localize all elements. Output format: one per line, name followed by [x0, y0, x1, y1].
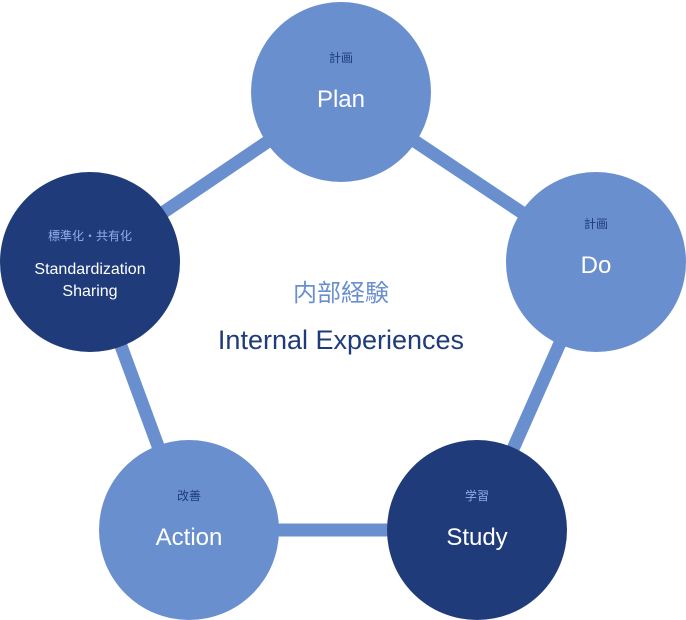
node-study-label-en: Study — [446, 524, 507, 551]
node-plan-circle — [251, 2, 431, 182]
node-standardization-label-jp: 標準化・共有化 — [48, 228, 132, 243]
node-action-label-jp: 改善 — [177, 488, 201, 503]
node-action-circle — [99, 440, 279, 620]
node-standardization-circle — [0, 172, 180, 352]
node-action: 改善 Action — [99, 440, 279, 620]
node-do-circle — [506, 172, 686, 352]
node-plan: 計画 Plan — [251, 2, 431, 182]
node-study-circle — [387, 440, 567, 620]
node-plan-label-en: Plan — [317, 86, 365, 113]
node-do: 計画 Do — [506, 172, 686, 352]
center-title-en: Internal Experiences — [218, 325, 464, 355]
node-study-label-jp: 学習 — [465, 488, 489, 503]
center-title-jp: 内部経験 — [293, 279, 389, 307]
node-action-label-en: Action — [156, 524, 223, 551]
node-standardization-label-en-line1: Standardization — [34, 261, 145, 278]
node-standardization-label-en-line2: Sharing — [62, 283, 117, 300]
node-standardization: 標準化・共有化 Standardization Sharing — [0, 172, 180, 352]
node-do-label-en: Do — [581, 252, 612, 279]
node-do-label-jp: 計画 — [584, 216, 608, 231]
node-plan-label-jp: 計画 — [329, 50, 353, 65]
center-label: 内部経験 Internal Experiences — [218, 279, 464, 355]
node-study: 学習 Study — [387, 440, 567, 620]
